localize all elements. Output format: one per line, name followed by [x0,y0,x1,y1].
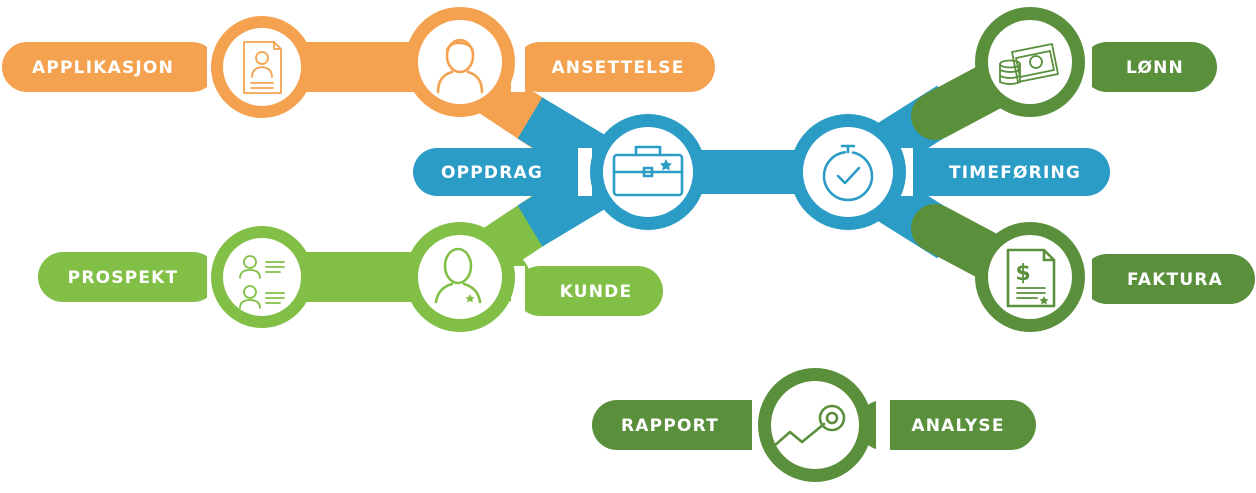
label-ansettelse: ANSETTELSE [551,58,684,78]
pill-analyse: ANALYSE [858,400,1036,450]
prospect-list-icon [239,255,285,309]
label-oppdrag: OPPDRAG [441,163,543,183]
pills: APPLIKASJON ANSETTELSE OPPDRAG PROSPEKT … [2,42,1255,450]
person-icon [436,38,484,94]
node-faktura: $ [975,222,1085,332]
node-oppdrag [590,114,706,230]
pill-applikasjon: APPLIKASJON [2,42,221,92]
invoice-icon: $ [1006,248,1056,308]
node-applikasjon [211,16,313,118]
label-applikasjon: APPLIKASJON [32,58,174,78]
pill-kunde: KUNDE [511,266,663,316]
dollar-sign-glyph: $ [1015,261,1030,286]
resume-document-icon [243,41,282,94]
nodes: $ [211,7,1085,482]
node-rapport [758,368,872,482]
label-faktura: FAKTURA [1127,270,1223,290]
stopwatch-icon [822,144,874,202]
pill-lonn: LØNN [1078,42,1217,92]
label-lonn: LØNN [1126,58,1184,78]
node-timeforing [790,114,906,230]
money-stack-icon [999,43,1059,85]
customer-icon [434,247,482,304]
analytics-chart-icon [772,404,846,448]
label-analyse: ANALYSE [911,416,1004,436]
label-prospekt: PROSPEKT [68,268,179,288]
label-kunde: KUNDE [560,282,633,302]
node-lonn [975,7,1085,117]
node-kunde [405,222,515,332]
node-ansettelse [405,7,515,117]
pill-oppdrag: OPPDRAG [413,148,598,196]
node-prospekt [211,226,313,328]
briefcase-icon [612,145,684,197]
label-timeforing: TIMEFØRING [949,163,1081,183]
pill-prospekt: PROSPEKT [38,252,221,302]
pill-faktura: FAKTURA [1078,254,1255,304]
pill-timeforing: TIMEFØRING [899,148,1110,196]
pill-rapport: RAPPORT [592,400,777,450]
label-rapport: RAPPORT [621,416,719,436]
pill-ansettelse: ANSETTELSE [511,42,715,92]
